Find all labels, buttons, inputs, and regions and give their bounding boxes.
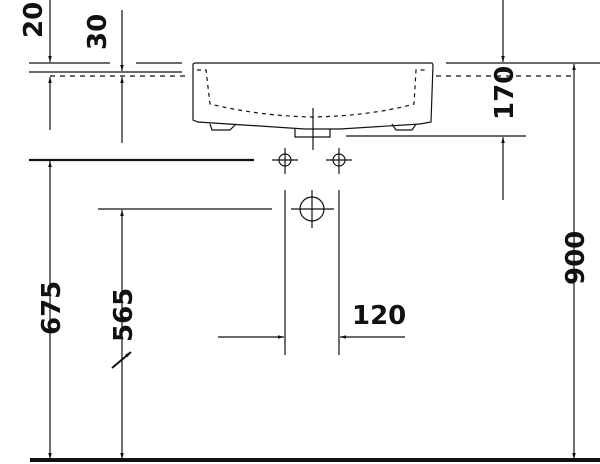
dim-label-120: 120 [352, 301, 406, 331]
dim-label-20: 20 [19, 2, 49, 38]
dim-label-30: 30 [83, 14, 113, 50]
waste-connection-crosshair [291, 190, 334, 228]
dim-label-900: 900 [561, 231, 591, 285]
tap-connection-crosshair-left [272, 148, 298, 174]
dim-label-170: 170 [490, 66, 520, 120]
dim-label-565: 565 [109, 288, 139, 342]
dim-label-675: 675 [37, 281, 67, 335]
tap-connection-crosshair-right [326, 148, 352, 174]
waste-pointer-arrow [111, 351, 132, 369]
basin-outline [192, 62, 434, 138]
